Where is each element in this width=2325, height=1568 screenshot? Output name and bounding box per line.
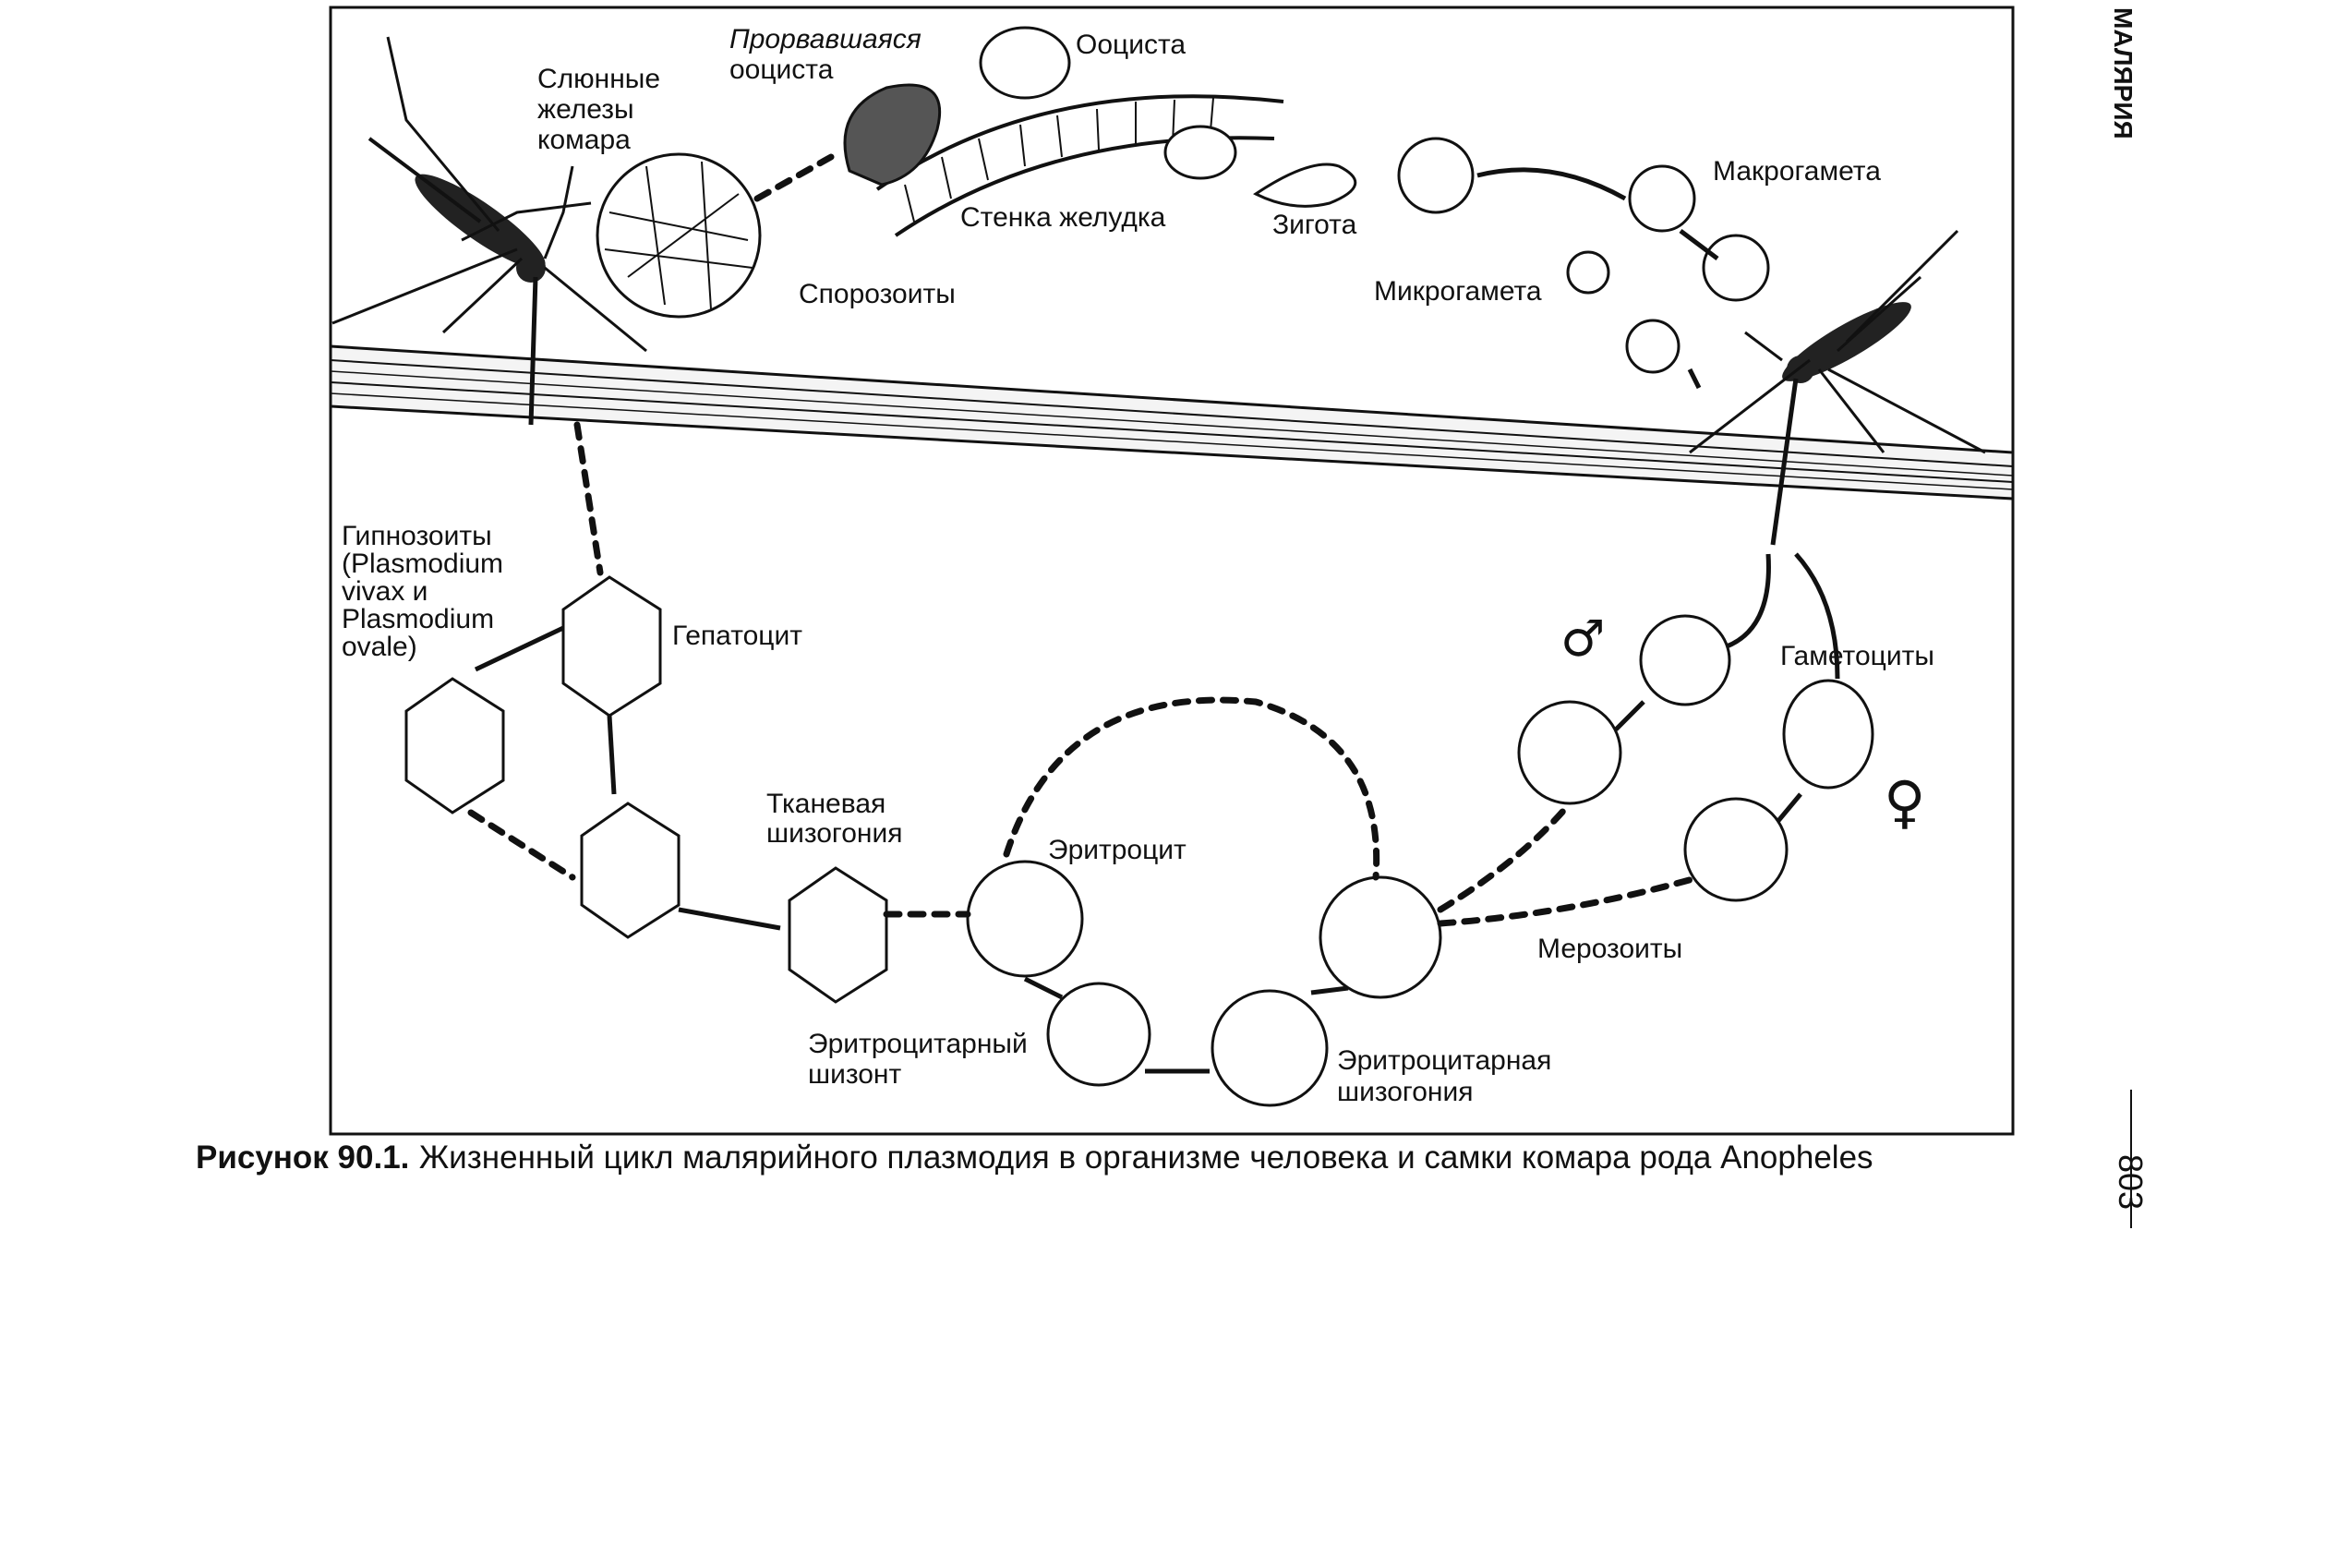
gamete-lower-shape — [1702, 234, 1770, 302]
svg-text:Тканевая: Тканевая — [766, 789, 885, 819]
cycle-arrows — [467, 153, 1840, 1074]
svg-text:ovale): ovale) — [342, 632, 417, 662]
svg-text:шизогония: шизогония — [766, 818, 902, 849]
label-oocyst: Ооциста — [1076, 30, 1186, 60]
svg-text:Прорвавшаяся: Прорвавшаяся — [729, 24, 922, 54]
side-header: МАЛЯРИЯ — [2109, 7, 2138, 139]
label-merozoites: Мерозоиты — [1537, 934, 1682, 964]
label-eryth-schizogony-2: шизогония — [1337, 1077, 1473, 1107]
label-schizont-1: Эритроцитарный — [808, 1029, 1028, 1059]
svg-text:комара: комара — [537, 125, 631, 155]
ruptured-oocyst-shape — [843, 83, 942, 187]
label-salivary-2: железы — [537, 94, 634, 125]
label-hypno-1: Гипнозоиты — [342, 521, 492, 551]
gametocyte-male-shape — [1639, 614, 1731, 706]
svg-text:Гипнозоиты: Гипнозоиты — [342, 521, 492, 551]
salivary-gland-circle — [596, 152, 762, 319]
label-tissue-2: шизогония — [766, 818, 902, 849]
label-microgamete: Микрогамета — [1374, 276, 1542, 307]
svg-text:Эритроцитарный: Эритроцитарный — [808, 1029, 1028, 1059]
labels: Слюнные железы комара Прорвавшаяся ооцис… — [342, 24, 1934, 1107]
label-zygote: Зигота — [1272, 210, 1357, 240]
label-hepatocyte: Гепатоцит — [672, 621, 802, 651]
svg-text:ооциста: ооциста — [729, 54, 834, 85]
hepatocyte-shape — [561, 575, 662, 718]
mosquito-left — [331, 36, 647, 426]
label-schizont-2: шизонт — [808, 1059, 901, 1090]
label-gametocytes: Гаметоциты — [1780, 641, 1934, 671]
erythrocytic-schizogony-shape — [1211, 989, 1329, 1107]
label-eryth-schizogony-1: Эритроцитарная — [1337, 1045, 1551, 1076]
skin-layer — [329, 344, 2015, 501]
tissue-schizogony-shape — [788, 866, 888, 1004]
label-ruptured-1: Прорвавшаяся — [729, 24, 922, 54]
label-tissue-1: Тканевая — [766, 789, 885, 819]
mosquito-right — [1689, 229, 1986, 546]
label-erythrocyte: Эритроцит — [1048, 835, 1187, 865]
caption-text: Жизненный цикл малярийного плазмодия в о… — [419, 1140, 1873, 1176]
label-macrogamete: Макрогамета — [1713, 156, 1881, 187]
gametocyte-precursor-2-shape — [1683, 797, 1789, 902]
male-symbol: ♂ — [1560, 609, 1605, 668]
macrogamete-right-shape — [1628, 164, 1696, 233]
svg-text:шизонт: шизонт — [808, 1059, 901, 1090]
label-hypno-2: (Plasmodium — [342, 549, 503, 579]
label-salivary-3: комара — [537, 125, 631, 155]
svg-text:(Plasmodium: (Plasmodium — [342, 549, 503, 579]
svg-text:Plasmodium: Plasmodium — [342, 604, 494, 634]
label-sporozoites: Спорозоиты — [799, 279, 956, 309]
figure-frame — [329, 6, 2015, 1136]
svg-text:Эритроцитарная: Эритроцитарная — [1337, 1045, 1551, 1076]
oocyst-shape — [979, 26, 1071, 100]
caption-prefix: Рисунок 90.1. — [196, 1140, 409, 1176]
gametocyte-female-shape — [1782, 679, 1874, 790]
erythrocyte-shape — [966, 860, 1084, 978]
figure-caption: Рисунок 90.1. Жизненный цикл малярийного… — [196, 1140, 1873, 1176]
female-symbol: ♀ — [1884, 768, 1925, 836]
svg-text:vivax и: vivax и — [342, 576, 428, 607]
erythrocytic-schizont-shape — [1046, 982, 1151, 1087]
gamete-bottom-shape — [1625, 319, 1681, 374]
rupturing-erythrocyte-shape — [1319, 875, 1442, 999]
ookinete-shape — [1163, 125, 1237, 180]
label-stomach-wall: Стенка желудка — [960, 202, 1166, 233]
label-ruptured-2: ооциста — [729, 54, 834, 85]
label-hypno-4: Plasmodium — [342, 604, 494, 634]
label-hypno-5: ovale) — [342, 632, 417, 662]
label-salivary-1: Слюнные — [537, 64, 660, 94]
svg-text:шизогония: шизогония — [1337, 1077, 1473, 1107]
macrogamete-left-shape — [1397, 137, 1475, 214]
microgamete-shape — [1566, 250, 1610, 295]
gametocyte-precursor-1-shape — [1517, 700, 1622, 805]
svg-text:Слюнные: Слюнные — [537, 64, 660, 94]
hypnozoite-cell-shape — [404, 677, 505, 814]
liver-schizont-shape — [580, 802, 681, 939]
svg-text:железы: железы — [537, 94, 634, 125]
zygote-shape — [1253, 163, 1357, 208]
label-hypno-3: vivax и — [342, 576, 428, 607]
